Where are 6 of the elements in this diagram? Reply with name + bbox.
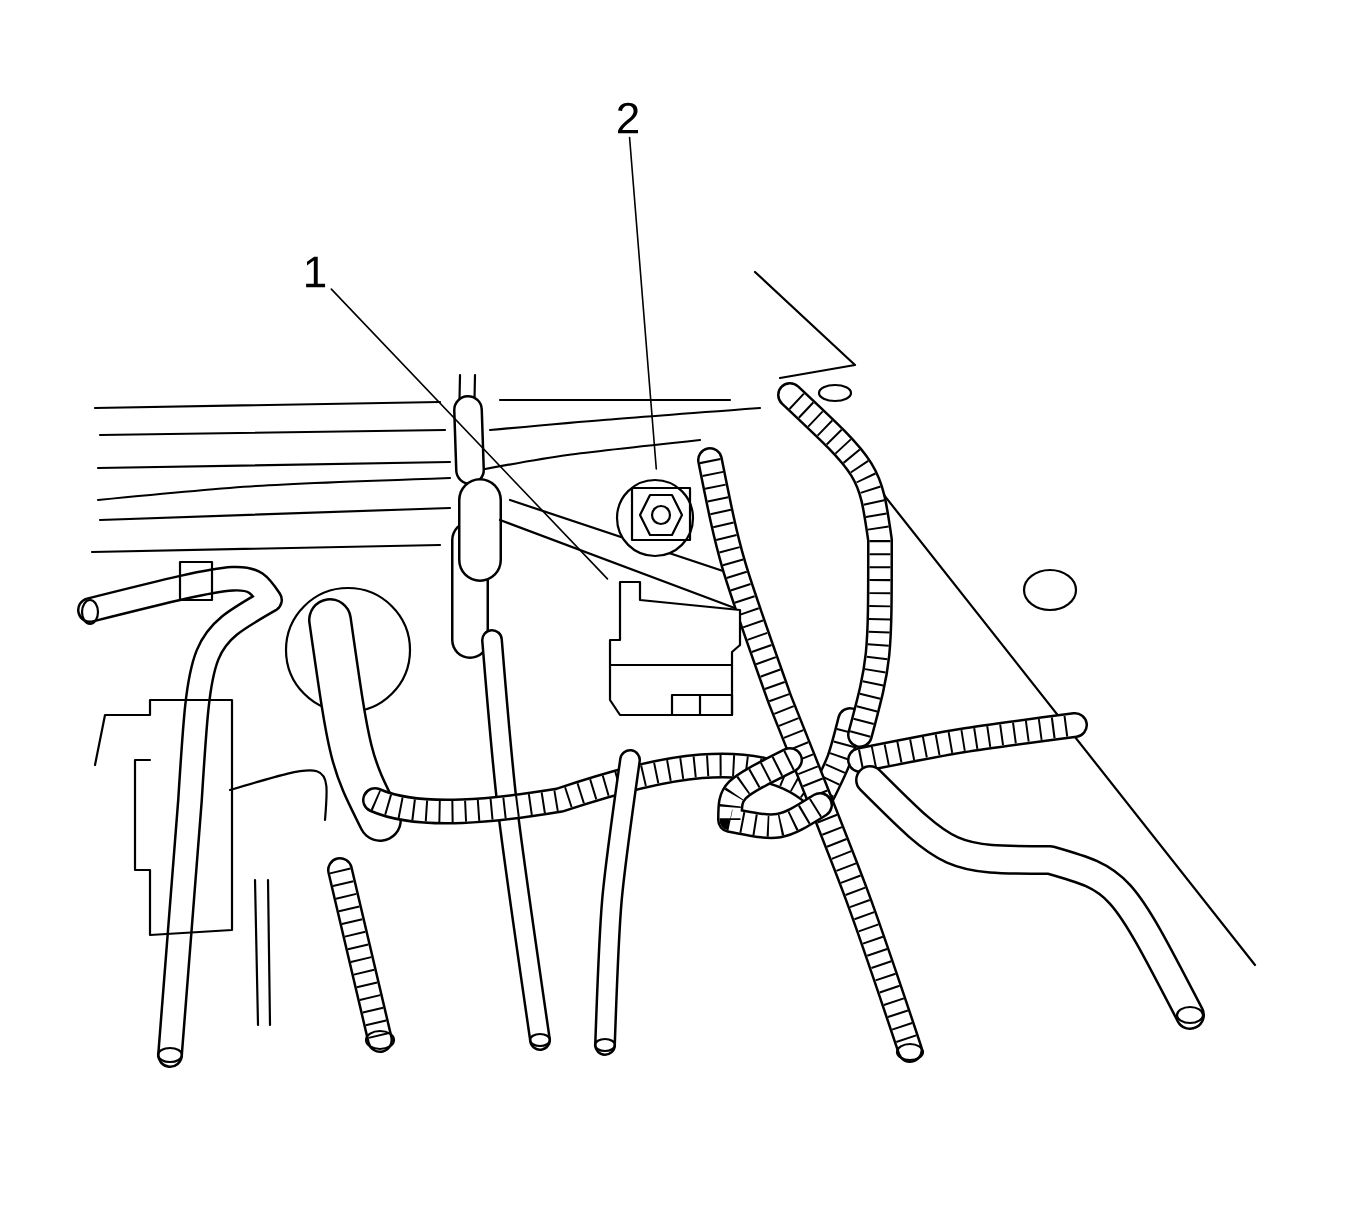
callout-number: 1 <box>306 256 326 288</box>
callout-number: 2 <box>618 102 639 134</box>
leader-line <box>330 288 609 580</box>
bolt-drawing <box>615 478 695 558</box>
leader-line <box>628 136 658 470</box>
sensor-drawing <box>608 580 742 717</box>
